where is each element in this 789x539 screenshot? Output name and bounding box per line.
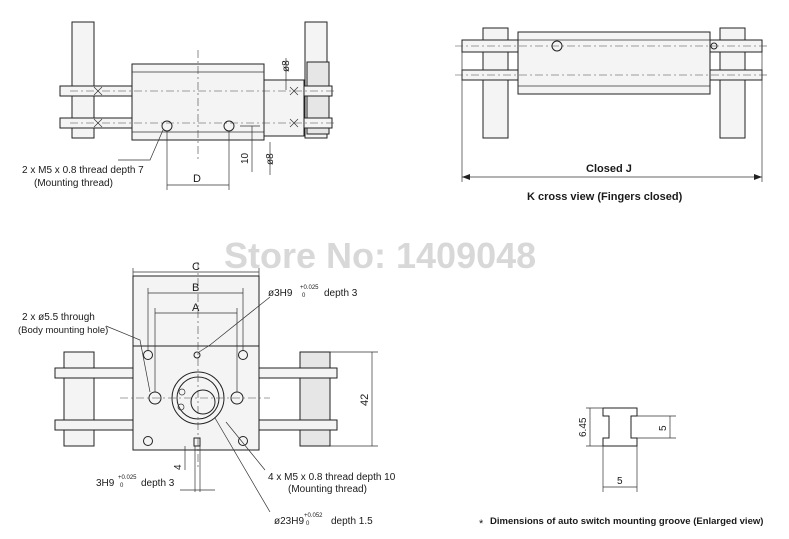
body-hole-note-sub: (Body mounting hole) xyxy=(18,325,108,336)
dim-C-label: C xyxy=(192,261,200,273)
body-hole-note: 2 x ø5.5 through xyxy=(22,312,95,323)
pin-hole-top-tol-upper: +0.025 xyxy=(300,285,319,291)
pin-hole-top-tol-lower: 0 xyxy=(302,293,306,299)
thread-note-top-sub: (Mounting thread) xyxy=(34,178,113,189)
bore-tol-upper: +0.052 xyxy=(304,513,323,519)
pin-hole-left-tol-lower: 0 xyxy=(120,483,124,489)
pin-hole-top-depth: depth 3 xyxy=(324,288,358,299)
dim-4-label: 4 xyxy=(173,464,184,470)
bottom-left-view xyxy=(54,262,378,513)
pin-hole-left-note: 3H9 +0.025 0 depth 3 xyxy=(96,475,175,489)
pin-hole-left-tol-upper: +0.025 xyxy=(118,475,137,481)
dim-645-label: 6.45 xyxy=(578,417,589,437)
groove-detail xyxy=(586,407,676,492)
top-left-view xyxy=(59,21,335,190)
thread-note-bottom-sub: (Mounting thread) xyxy=(288,484,367,495)
phi8-bottom-label: ø8 xyxy=(265,153,276,165)
dim-10-label: 10 xyxy=(240,152,251,164)
dim-5-bottom-label: 5 xyxy=(617,476,623,487)
phi8-top-label: ø8 xyxy=(281,60,292,72)
thread-note-bottom: 4 x M5 x 0.8 thread depth 10 xyxy=(268,472,396,483)
dim-42-label: 42 xyxy=(359,394,371,406)
bore-dia: ø23H9 xyxy=(274,516,304,527)
k-cross-view-caption: K cross view (Fingers closed) xyxy=(527,191,683,203)
closed-j-label: Closed J xyxy=(586,163,632,175)
dim-D-label: D xyxy=(193,173,201,185)
pin-hole-top-note: ø3H9 +0.025 0 depth 3 xyxy=(268,285,358,299)
thread-note-top: 2 x M5 x 0.8 thread depth 7 xyxy=(22,165,144,176)
pin-hole-top-dia: ø3H9 xyxy=(268,288,293,299)
bore-tol-lower: 0 xyxy=(306,521,310,527)
dim-A-label: A xyxy=(192,302,200,314)
dim-5-right-label: 5 xyxy=(658,425,669,431)
dim-B-label: B xyxy=(192,282,199,294)
bore-depth: depth 1.5 xyxy=(331,516,373,527)
groove-caption: Dimensions of auto switch mounting groov… xyxy=(490,516,763,527)
store-watermark: Store No: 1409048 xyxy=(224,235,536,276)
groove-caption-mark: * xyxy=(479,518,484,530)
top-right-view xyxy=(455,27,770,182)
bore-note: ø23H9 +0.052 0 depth 1.5 xyxy=(274,513,373,527)
pin-hole-left-depth: depth 3 xyxy=(141,478,175,489)
pin-hole-left-dia: 3H9 xyxy=(96,478,115,489)
